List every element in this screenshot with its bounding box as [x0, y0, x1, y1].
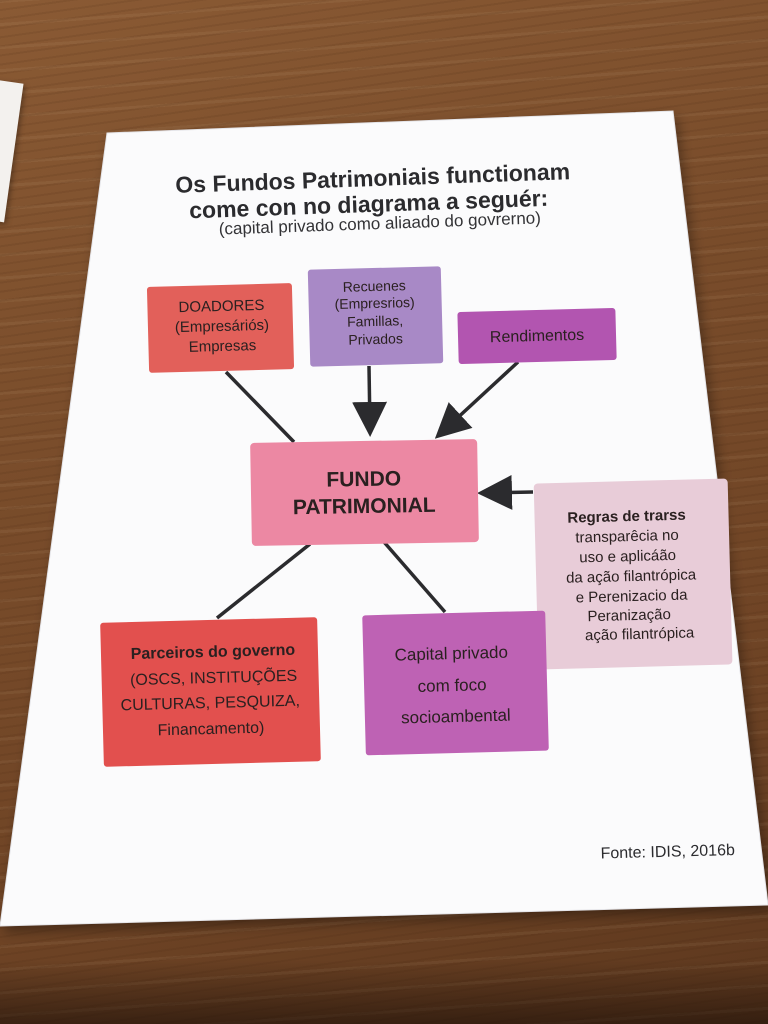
- arrow-doadores-to-fundo: [224, 370, 296, 444]
- node-doadores-line-3: Empresas: [189, 337, 257, 356]
- node-regras-line-3: uso e aplicáão: [579, 547, 676, 567]
- node-parceiros-line-1: Parceiros do governo: [131, 642, 296, 663]
- node-regras-line-2: transparêcia no: [575, 527, 679, 547]
- paper-shading: [0, 110, 768, 927]
- node-capital-line-1: Capital privado: [394, 643, 508, 665]
- node-recursos-line-3: Famillas,: [347, 312, 403, 329]
- node-parceiros-line-3: CULTURAS, PESQUIZA,: [120, 693, 300, 715]
- node-rendimentos: Rendimentos: [457, 308, 617, 364]
- node-rendimentos-label: Rendimentos: [490, 327, 585, 346]
- node-capital-privado: Capital privado com foco socioambental: [362, 610, 549, 756]
- node-regras-line-7: ação filantrópica: [585, 624, 695, 644]
- node-doadores-line-1: DOADORES: [178, 297, 264, 316]
- node-capital-box: [362, 610, 549, 756]
- source-credit: Fonte: IDIS, 2016b: [600, 842, 735, 863]
- node-parceiros: Parceiros do governo (OSCS, INSTITUÇÕES …: [100, 617, 321, 767]
- node-regras-line-1: Regras de trarss: [567, 507, 686, 527]
- connector-fundo-to-parceiros: [215, 542, 312, 620]
- node-regras: Regras de trarss transparêcia no uso e a…: [533, 478, 733, 670]
- node-fundo-line-1: FUNDO: [326, 467, 401, 491]
- node-regras-line-6: Peranização: [587, 606, 671, 625]
- connector-fundo-to-capital: [382, 540, 447, 614]
- node-fundo-line-2: PATRIMONIAL: [293, 494, 436, 519]
- node-regras-box: [533, 478, 733, 670]
- node-recursos-line-1: Recuenes: [342, 277, 405, 295]
- node-parceiros-line-4: Financamento): [157, 720, 264, 740]
- node-recursos-box: [307, 266, 444, 367]
- node-rendimentos-box: [457, 308, 617, 364]
- node-regras-line-5: e Perenizacio da: [576, 587, 689, 607]
- node-doadores-box: [146, 283, 295, 373]
- node-doadores: DOADORES (Empresáriós) Empresas: [146, 283, 295, 373]
- arrow-rendimentos-to-fundo: [434, 360, 520, 439]
- node-regras-line-4: da ação filantrópica: [566, 566, 697, 586]
- node-recursos-line-4: Privados: [348, 330, 403, 347]
- node-capital-line-2: com foco: [417, 675, 486, 696]
- node-fundo-patrimonial: FUNDO PATRIMONIAL: [250, 439, 479, 546]
- arrow-regras-to-fundo: [477, 474, 534, 510]
- node-doadores-line-2: (Empresáriós): [175, 317, 270, 336]
- desk-bottom-shadow: [0, 960, 768, 1024]
- node-parceiros-box: [100, 617, 321, 767]
- arrow-recursos-to-fundo: [352, 365, 388, 437]
- node-fundo-box: [250, 439, 479, 546]
- node-recursos: Recuenes (Empresrios) Famillas, Privados: [307, 266, 444, 367]
- node-capital-line-3: socioambental: [401, 706, 511, 728]
- node-recursos-line-2: (Empresrios): [334, 294, 415, 312]
